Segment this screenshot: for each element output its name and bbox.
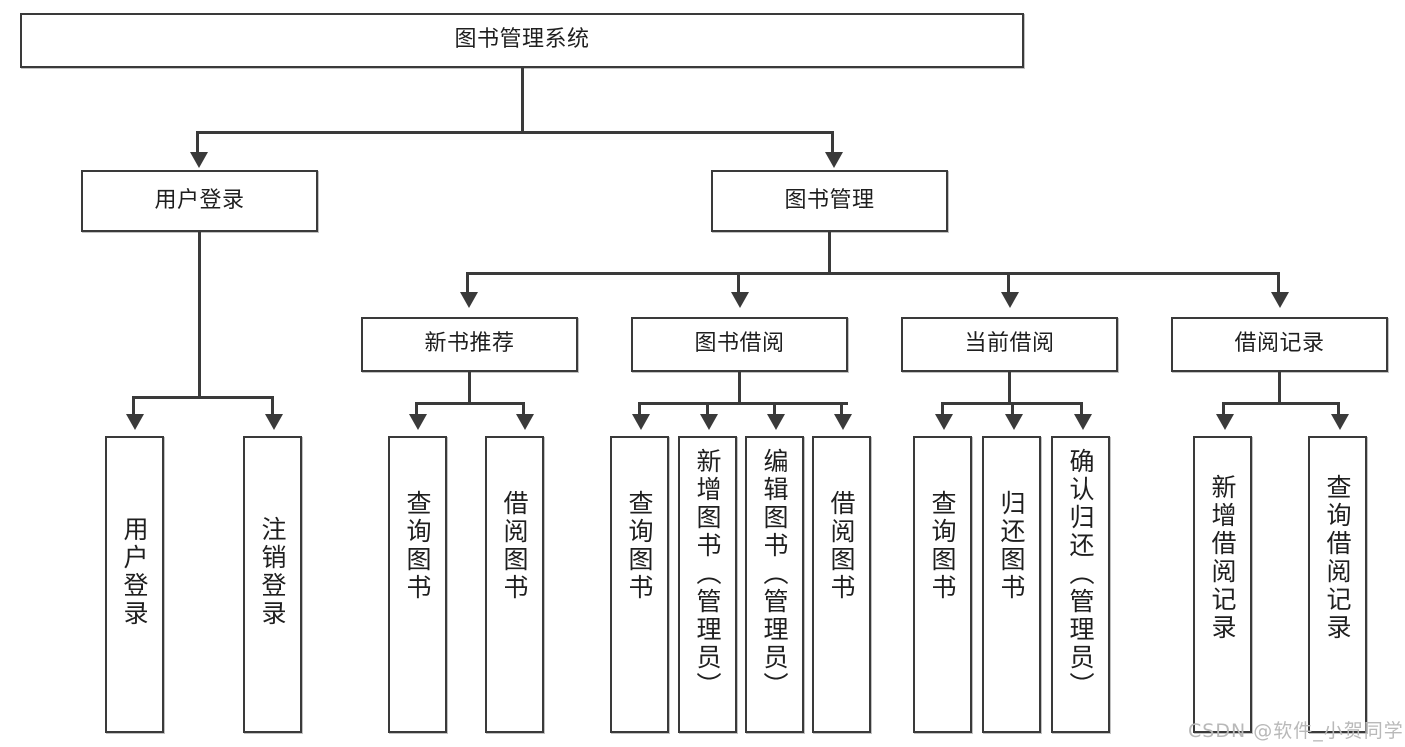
arrow-to-br-add-record — [1216, 414, 1234, 430]
arrow-to-bb-borrow-book — [834, 414, 852, 430]
edge-book-mgmt-bus — [466, 272, 1278, 275]
leaf-br-query-record[interactable]: 查询借阅记录 — [1308, 436, 1367, 733]
node-label: 新书推荐 — [424, 331, 515, 357]
leaf-bb-edit-book[interactable]: 编辑图书（管理员） — [745, 436, 804, 733]
edge-bb-branch-4 — [840, 402, 843, 416]
edge-root-stem — [521, 68, 524, 131]
arrow-to-user-login — [190, 152, 208, 168]
leaf-cb-query-book[interactable]: 查询图书 — [913, 436, 972, 733]
node-root-system[interactable]: 图书管理系统 — [20, 13, 1024, 68]
edge-root-to-book-mgmt — [831, 131, 834, 156]
node-book-borrow[interactable]: 图书借阅 — [631, 317, 848, 372]
node-label: 借阅记录 — [1234, 331, 1325, 357]
edge-user-login-branch-2 — [271, 396, 274, 416]
edge-new-book-branch-1 — [415, 402, 418, 416]
edge-bb-branch-1 — [638, 402, 641, 416]
edge-root-to-user-login — [196, 131, 199, 156]
edge-cb-branch-3 — [1080, 402, 1083, 416]
node-label: 图书借阅 — [694, 331, 785, 357]
node-new-book-recommend[interactable]: 新书推荐 — [361, 317, 578, 372]
node-label: 当前借阅 — [964, 331, 1055, 357]
leaf-br-add-record[interactable]: 新增借阅记录 — [1193, 436, 1252, 733]
leaf-cb-return-book[interactable]: 归还图书 — [982, 436, 1041, 733]
edge-user-login-branch-1 — [132, 396, 135, 416]
node-current-borrow[interactable]: 当前借阅 — [901, 317, 1118, 372]
edge-current-borrow-stem — [1008, 372, 1011, 402]
arrow-to-nb-query-book — [409, 414, 427, 430]
edge-new-book-bus — [415, 402, 525, 405]
node-label: 查询图书 — [928, 490, 957, 602]
arrow-to-cb-return-book — [1005, 414, 1023, 430]
node-label: 注销登录 — [258, 516, 287, 628]
leaf-nb-query-book[interactable]: 查询图书 — [388, 436, 447, 733]
node-label: 图书管理系统 — [454, 27, 590, 53]
leaf-nb-borrow-book[interactable]: 借阅图书 — [485, 436, 544, 733]
node-borrow-record[interactable]: 借阅记录 — [1171, 317, 1388, 372]
edge-book-mgmt-branch-3 — [1007, 272, 1010, 294]
edge-root-bus — [196, 131, 834, 134]
node-label: 查询图书 — [625, 490, 654, 602]
edge-new-book-stem — [468, 372, 471, 402]
edge-cb-branch-2 — [1011, 402, 1014, 416]
arrow-to-bb-add-book — [700, 414, 718, 430]
node-book-management[interactable]: 图书管理 — [711, 170, 948, 232]
edge-book-borrow-stem — [738, 372, 741, 402]
edge-br-branch-2 — [1337, 402, 1340, 416]
arrow-to-nb-borrow-book — [516, 414, 534, 430]
arrow-to-cb-confirm-return — [1074, 414, 1092, 430]
arrow-to-leaf-user-login — [126, 414, 144, 430]
edge-user-login-bus — [132, 396, 274, 399]
node-user-login[interactable]: 用户登录 — [81, 170, 318, 232]
arrow-to-book-borrow — [731, 292, 749, 308]
edge-cb-branch-1 — [941, 402, 944, 416]
arrow-to-book-mgmt — [825, 152, 843, 168]
arrow-to-new-book-rec — [460, 292, 478, 308]
arrow-to-br-query-record — [1331, 414, 1349, 430]
arrow-to-leaf-logout — [265, 414, 283, 430]
edge-borrow-record-bus — [1222, 402, 1340, 405]
edge-bb-branch-3 — [773, 402, 776, 416]
node-label: 借阅图书 — [500, 490, 529, 602]
node-label: 用户登录 — [120, 516, 149, 628]
node-label: 查询借阅记录 — [1323, 474, 1352, 642]
edge-bb-branch-2 — [706, 402, 709, 416]
arrow-to-borrow-record — [1271, 292, 1289, 308]
node-label: 新增图书（管理员） — [693, 448, 722, 700]
edge-book-mgmt-branch-4 — [1277, 272, 1280, 294]
arrow-to-current-borrow — [1001, 292, 1019, 308]
node-label: 图书管理 — [784, 187, 875, 213]
leaf-bb-borrow-book[interactable]: 借阅图书 — [812, 436, 871, 733]
arrow-to-bb-edit-book — [767, 414, 785, 430]
watermark-csdn: CSDN @软件_小贺同学 — [1188, 720, 1404, 742]
edge-book-mgmt-branch-2 — [737, 272, 740, 294]
leaf-bb-add-book[interactable]: 新增图书（管理员） — [678, 436, 737, 733]
node-label: 编辑图书（管理员） — [760, 448, 789, 700]
leaf-bb-query-book[interactable]: 查询图书 — [610, 436, 669, 733]
arrow-to-cb-query-book — [935, 414, 953, 430]
leaf-user-login[interactable]: 用户登录 — [105, 436, 164, 733]
node-label: 新增借阅记录 — [1208, 474, 1237, 642]
node-label: 用户登录 — [154, 187, 245, 213]
edge-borrow-record-stem — [1278, 372, 1281, 402]
edge-new-book-branch-2 — [522, 402, 525, 416]
edge-book-mgmt-branch-1 — [466, 272, 469, 294]
edge-book-borrow-bus — [638, 402, 848, 405]
edge-user-login-stem — [198, 232, 201, 396]
node-label: 借阅图书 — [827, 490, 856, 602]
edge-book-mgmt-stem — [828, 232, 831, 272]
node-label: 确认归还（管理员） — [1066, 448, 1095, 700]
arrow-to-bb-query-book — [632, 414, 650, 430]
node-label: 查询图书 — [403, 490, 432, 602]
node-label: 归还图书 — [997, 490, 1026, 602]
leaf-cb-confirm-return[interactable]: 确认归还（管理员） — [1051, 436, 1110, 733]
edge-br-branch-1 — [1222, 402, 1225, 416]
leaf-logout[interactable]: 注销登录 — [243, 436, 302, 733]
